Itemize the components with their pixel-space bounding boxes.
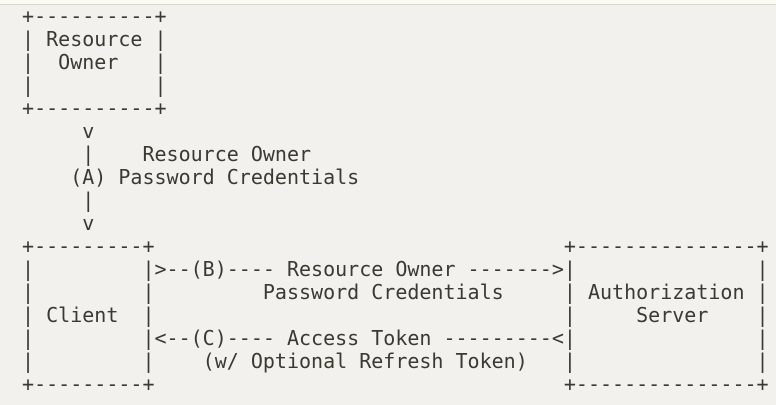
top-edge-divider [0,0,776,5]
password-credentials-flow-arrow: v | Resource Owner (A) Password Credenti… [70,119,360,235]
resource-owner-box: +----------+ | Resource | | Owner | | | … [22,4,167,120]
client-and-authorization-server-boxes: +---------+ +---------------+ | |>--(B)-… [22,234,769,396]
document-page: +----------+ | Resource | | Owner | | | … [0,0,776,396]
